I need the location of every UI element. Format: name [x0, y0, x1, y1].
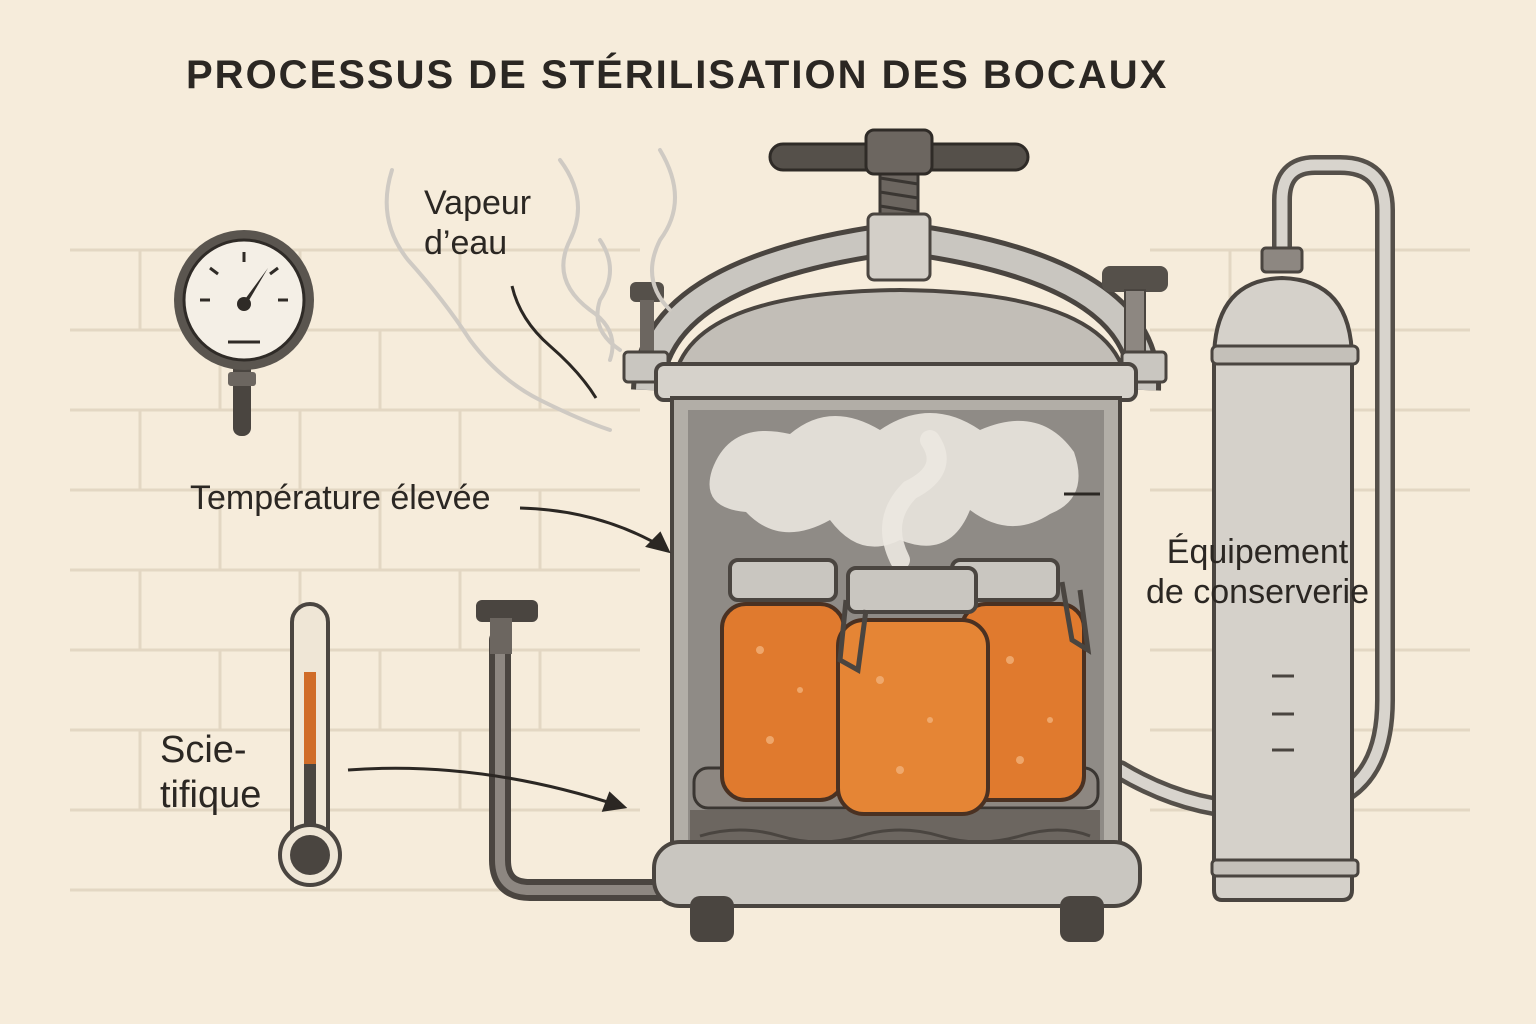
scientifique-arrowhead [601, 791, 628, 812]
label-scientifique-line-1: Scie- [160, 729, 247, 771]
diagram-title: PROCESSUS DE STÉRILISATION DES BOCAUX [186, 53, 1169, 97]
arrows [347, 285, 1100, 812]
label-vapeur-line-2: d’eau [424, 224, 508, 263]
label-scientifique: Scie- tifique [160, 728, 261, 818]
label-equipement-line-2: de conserverie [1146, 573, 1370, 612]
label-scientifique-line-2: tifique [160, 773, 262, 816]
label-vapeur-line-1: Vapeur [424, 184, 532, 222]
scientifique-arrow [347, 766, 621, 808]
thermometer-icon [278, 602, 342, 887]
label-equipement: Équipement de conserverie [1146, 532, 1369, 612]
temperature-arrow [519, 506, 665, 550]
temperature-arrowhead [645, 531, 671, 554]
pressure-gauge-icon [174, 230, 314, 436]
steam-plume [384, 148, 677, 432]
label-vapeur: Vapeur d’eau [424, 183, 531, 263]
vapeur-arrow [510, 285, 598, 399]
gas-cylinder-icon [1110, 155, 1395, 902]
steam-pipe [476, 600, 675, 901]
label-temperature: Température élevée [190, 479, 491, 517]
label-equipement-line-1: Équipement [1166, 533, 1349, 571]
autoclave-icon [622, 128, 1168, 942]
